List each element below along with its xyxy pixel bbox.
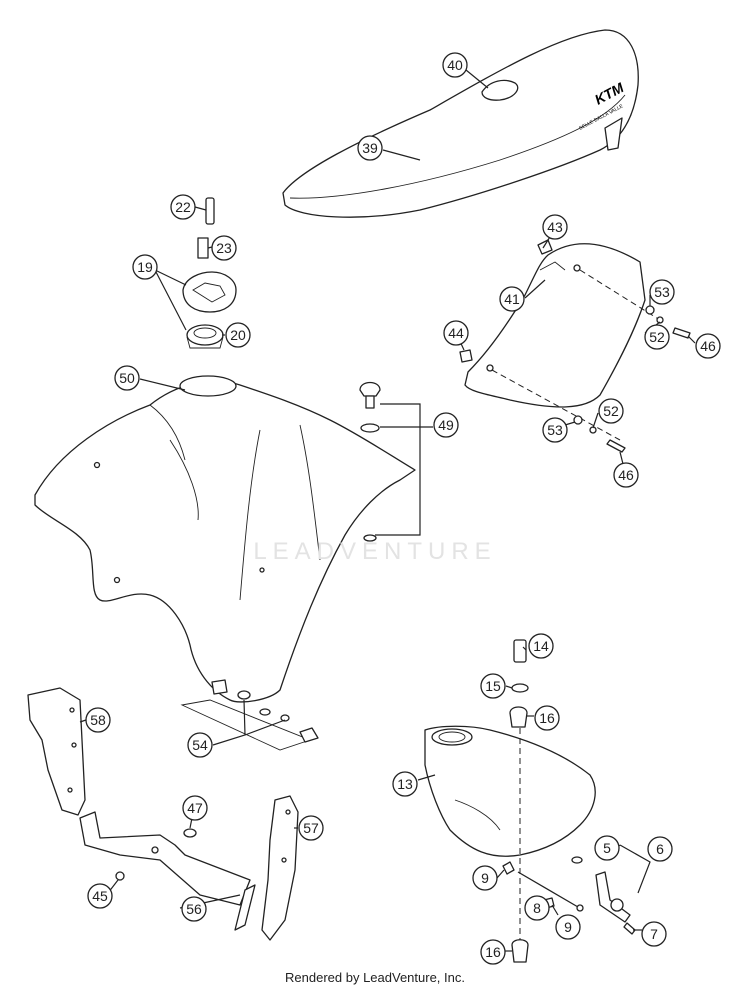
callout-23: 23 [211, 235, 237, 261]
svg-text:46: 46 [618, 467, 634, 483]
bolt-assembly-49 [359, 381, 433, 542]
svg-text:16: 16 [485, 944, 501, 960]
svg-text:45: 45 [92, 888, 108, 904]
svg-text:19: 19 [137, 259, 153, 275]
side-cover-57 [261, 795, 299, 941]
callout-53a: 53 [649, 279, 675, 305]
callout-9b: 9 [555, 914, 581, 940]
callout-49: 49 [433, 412, 459, 438]
tank-shroud [34, 375, 416, 703]
callout-46a: 46 [695, 333, 721, 359]
callout-19: 19 [132, 254, 158, 280]
svg-text:50: 50 [119, 370, 135, 386]
callout-6: 6 [647, 836, 673, 862]
callout-39: 39 [357, 135, 383, 161]
footer-credit: Rendered by LeadVenture, Inc. [285, 970, 465, 985]
callout-56: 56 [181, 896, 207, 922]
svg-text:53: 53 [654, 284, 670, 300]
callouts: 40 39 22 23 19 20 43 41 53 52 46 44 50 4… [85, 52, 721, 965]
callout-16a: 16 [534, 705, 560, 731]
callout-53b: 53 [542, 417, 568, 443]
fuel-tank [424, 639, 596, 963]
svg-text:52: 52 [649, 329, 665, 345]
callout-8: 8 [524, 895, 550, 921]
callout-40: 40 [442, 52, 468, 78]
callout-50: 50 [114, 365, 140, 391]
fuel-tap-assembly [502, 844, 651, 935]
svg-text:54: 54 [192, 737, 208, 753]
callout-52a: 52 [644, 324, 670, 350]
svg-text:13: 13 [397, 776, 413, 792]
svg-text:16: 16 [539, 710, 555, 726]
svg-text:15: 15 [485, 678, 501, 694]
svg-text:56: 56 [186, 901, 202, 917]
callout-57: 57 [298, 815, 324, 841]
svg-text:53: 53 [547, 422, 563, 438]
filler-cap-assembly [182, 197, 237, 349]
callout-44: 44 [443, 320, 469, 346]
svg-text:44: 44 [448, 325, 464, 341]
svg-text:57: 57 [303, 820, 319, 836]
svg-text:39: 39 [362, 140, 378, 156]
svg-text:47: 47 [187, 800, 203, 816]
svg-text:40: 40 [447, 57, 463, 73]
side-panel [459, 239, 691, 453]
bracket-56 [79, 811, 256, 931]
svg-text:58: 58 [90, 712, 106, 728]
callout-9a: 9 [472, 865, 498, 891]
callout-22: 22 [170, 194, 196, 220]
callout-15: 15 [480, 673, 506, 699]
svg-text:52: 52 [603, 403, 619, 419]
svg-text:8: 8 [533, 900, 541, 916]
callout-7: 7 [641, 921, 667, 947]
callout-41: 41 [499, 286, 525, 312]
svg-text:41: 41 [504, 291, 520, 307]
svg-text:5: 5 [603, 840, 611, 856]
seat: KTM SELLE DALLA VALLE [282, 29, 639, 218]
watermark: LEADVENTURE [253, 538, 497, 565]
svg-text:20: 20 [230, 327, 246, 343]
svg-text:22: 22 [175, 199, 191, 215]
callout-43: 43 [542, 214, 568, 240]
bracket-set-54 [180, 679, 319, 751]
svg-text:49: 49 [438, 417, 454, 433]
callout-16b: 16 [480, 939, 506, 965]
svg-text:14: 14 [533, 638, 549, 654]
callout-13: 13 [392, 771, 418, 797]
svg-text:23: 23 [216, 240, 232, 256]
callout-54: 54 [187, 732, 213, 758]
svg-text:9: 9 [481, 870, 489, 886]
side-cover-58 [27, 687, 86, 816]
svg-text:9: 9 [564, 919, 572, 935]
callout-5: 5 [594, 835, 620, 861]
svg-text:43: 43 [547, 219, 563, 235]
callout-20: 20 [225, 322, 251, 348]
svg-text:46: 46 [700, 338, 716, 354]
svg-text:6: 6 [656, 841, 664, 857]
callout-46b: 46 [613, 462, 639, 488]
callout-52b: 52 [598, 398, 624, 424]
svg-text:7: 7 [650, 926, 658, 942]
callout-58: 58 [85, 707, 111, 733]
callout-45: 45 [87, 883, 113, 909]
callout-14: 14 [528, 633, 554, 659]
callout-47: 47 [182, 795, 208, 821]
